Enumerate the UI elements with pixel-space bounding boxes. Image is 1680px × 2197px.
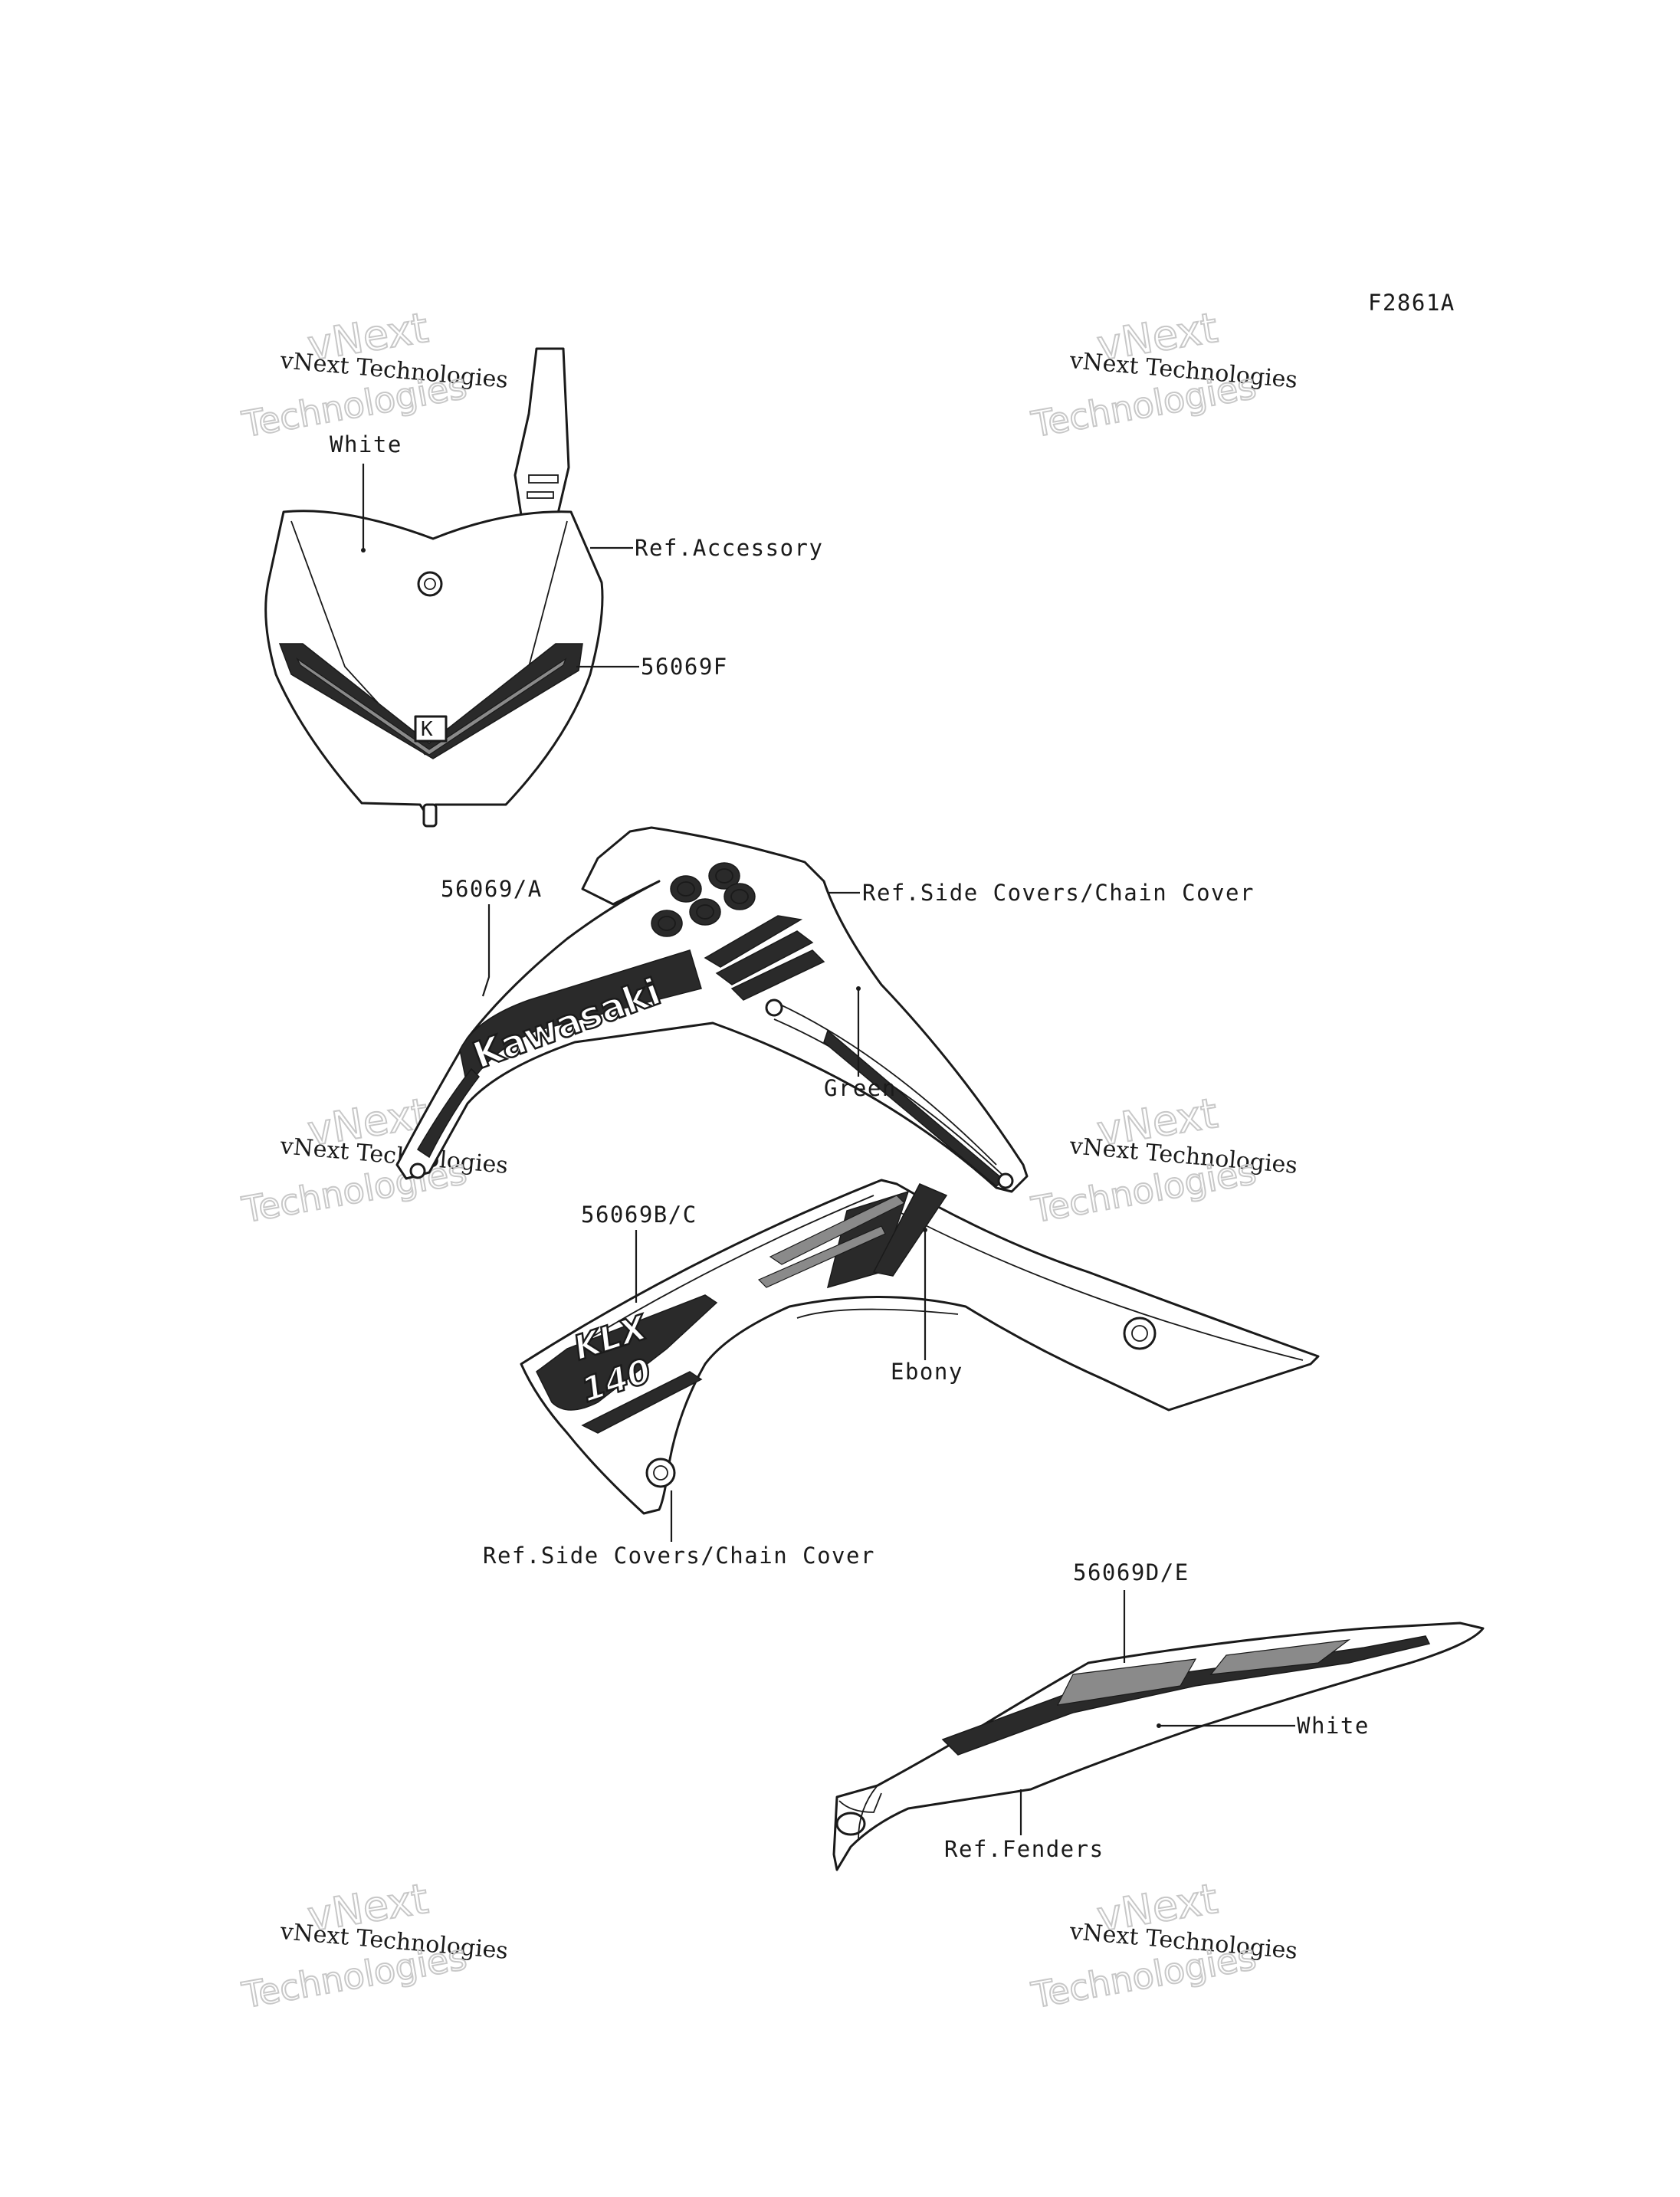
- shroud-decal-circles: [651, 862, 756, 937]
- svg-text:K: K: [421, 718, 434, 741]
- front-plate-part-label: 56069F: [641, 654, 728, 680]
- shroud-ref-label: Ref.Side Covers/Chain Cover: [862, 880, 1255, 906]
- side-cover-bolt-lower: [645, 1458, 676, 1488]
- front-plate-color-label: White: [330, 431, 402, 457]
- side-cover-body: [520, 1179, 1320, 1515]
- plate-bolt: [417, 571, 443, 597]
- watermark-middle-right: vNext vNext Technologies Technologies: [1028, 1088, 1299, 1231]
- rear-fender-body: [832, 1622, 1485, 1871]
- plate-decal-56069F: [278, 643, 583, 759]
- side-cover-part-label: 56069B/C: [581, 1202, 697, 1228]
- shroud-body: [395, 826, 1029, 1193]
- watermark-top-left: vNext vNext Technologies Technologies: [238, 303, 510, 446]
- figure-code: F2861A: [1368, 290, 1455, 316]
- strap-slot: [528, 474, 559, 484]
- watermark-top-right: vNext vNext Technologies Technologies: [1028, 303, 1299, 446]
- side-cover: KLX 140: [520, 1179, 1320, 1515]
- shroud-tab-hole: [997, 1172, 1014, 1189]
- front-plate-ref-label: Ref.Accessory: [635, 535, 823, 561]
- rear-fender-color-label: White: [1297, 1713, 1370, 1739]
- strap-slot: [527, 491, 554, 499]
- side-cover-bolt: [1123, 1317, 1157, 1350]
- plate-tab: [422, 803, 438, 828]
- rear-fender: [832, 1622, 1485, 1871]
- shroud-color-label: Green: [824, 1075, 897, 1101]
- shroud-tab-hole: [765, 998, 783, 1017]
- shroud-tab-hole: [409, 1162, 426, 1179]
- fender-mount: [835, 1812, 866, 1836]
- side-cover-color-label: Ebony: [891, 1359, 963, 1385]
- rear-fender-ref-label: Ref.Fenders: [944, 1836, 1104, 1862]
- plate-strap: [514, 347, 570, 516]
- watermark-bottom-left: vNext vNext Technologies Technologies: [238, 1874, 510, 2017]
- front-number-plate: K: [264, 347, 604, 828]
- shroud-decal-56069A: [459, 949, 702, 1090]
- plate-k-logo: [414, 715, 448, 743]
- side-cover-ref-label: Ref.Side Covers/Chain Cover: [483, 1543, 875, 1569]
- shroud-part-label: 56069/A: [441, 876, 543, 902]
- plate-body: [264, 510, 604, 818]
- radiator-shroud: Kawasaki: [395, 826, 1029, 1193]
- rear-fender-part-label: 56069D/E: [1073, 1559, 1189, 1585]
- watermark-middle-left: vNext vNext Technologies Technologies: [238, 1088, 510, 1231]
- watermark-bottom-right: vNext vNext Technologies Technologies: [1028, 1874, 1299, 2017]
